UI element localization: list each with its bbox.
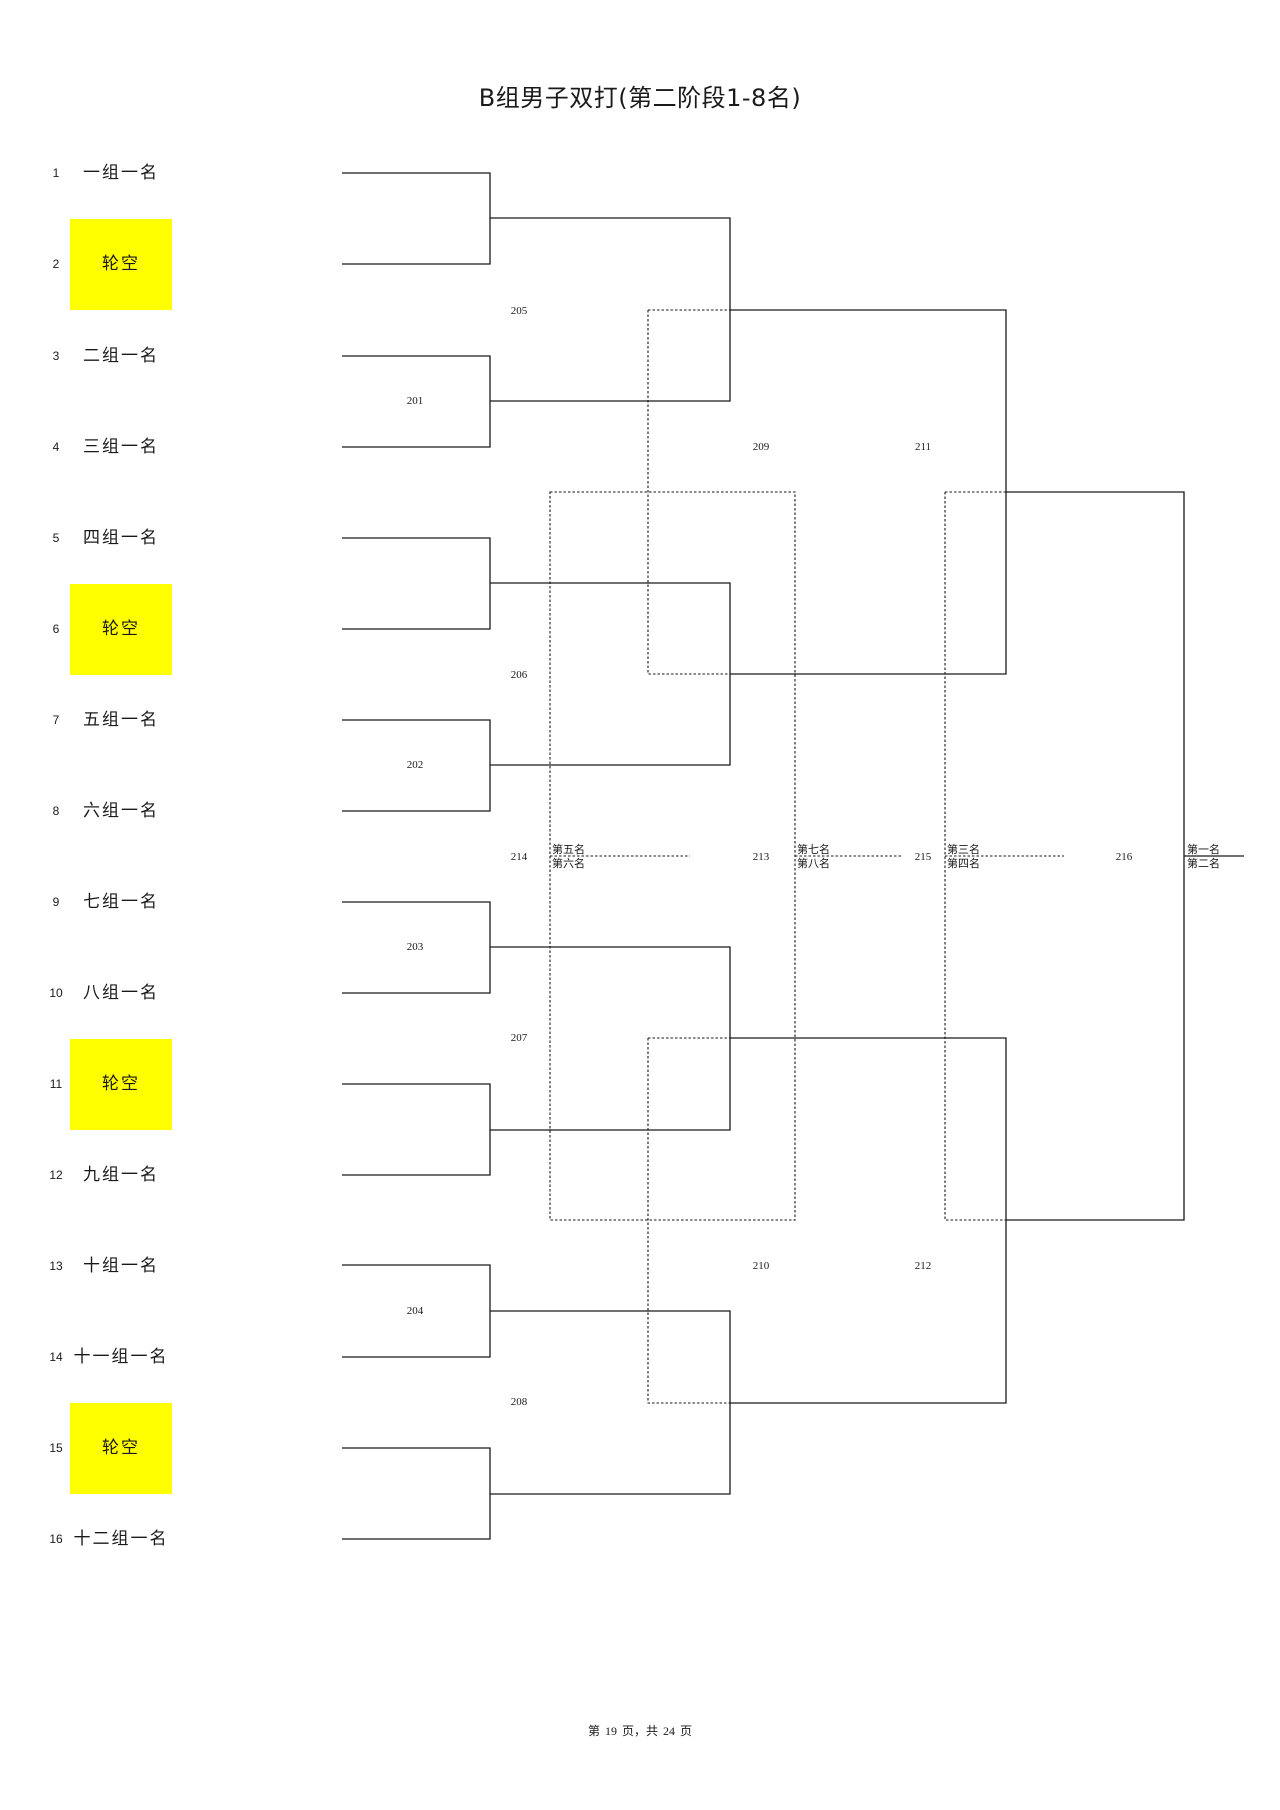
seed-number: 1 xyxy=(52,166,60,180)
place-3rd: 第三名 xyxy=(947,843,980,856)
line-seed-15 xyxy=(342,1447,491,1540)
seed-number: 3 xyxy=(52,349,60,363)
match-202-label: 202 xyxy=(406,759,424,771)
match-201-label: 201 xyxy=(406,395,424,407)
seed-number: 5 xyxy=(52,531,60,545)
line-seed-11 xyxy=(342,1083,491,1176)
match-204-label: 204 xyxy=(406,1305,424,1317)
line-seed-1 xyxy=(342,172,491,265)
seed-bye: 轮空 xyxy=(70,1403,172,1494)
place-8th: 第八名 xyxy=(797,857,830,870)
seed-number: 13 xyxy=(49,1259,63,1273)
seed-name: 七组一名 xyxy=(83,892,159,912)
match-206-label: 206 xyxy=(510,669,528,681)
page-footer: 第 19 页，共 24 页 xyxy=(587,1724,692,1738)
seed-number: 15 xyxy=(49,1441,63,1455)
place-5th: 第五名 xyxy=(552,843,585,856)
seed-number: 10 xyxy=(49,986,63,1000)
seed-bye: 轮空 xyxy=(70,1039,172,1130)
match-214-label: 214 xyxy=(510,851,528,863)
seed-name: 八组一名 xyxy=(83,983,159,1003)
connector-202 xyxy=(342,537,491,630)
seed-number: 4 xyxy=(52,440,60,454)
seed-name: 二组一名 xyxy=(83,346,159,366)
dotted-box-215 xyxy=(944,491,1006,1221)
match-212-label: 212 xyxy=(914,1260,932,1272)
place-7th: 第七名 xyxy=(797,843,830,856)
seed-number: 2 xyxy=(52,257,60,271)
match-209-label: 209 xyxy=(752,441,770,453)
match-203-label: 203 xyxy=(406,941,424,953)
seed-number: 11 xyxy=(49,1077,63,1091)
seed-name: 十一组一名 xyxy=(73,1347,169,1367)
seed-name: 六组一名 xyxy=(83,801,159,821)
match-216-label: 216 xyxy=(1115,851,1133,863)
match-211-label: 211 xyxy=(914,441,932,453)
seed-number: 16 xyxy=(49,1532,63,1546)
match-207-label: 207 xyxy=(510,1032,528,1044)
round1-lines xyxy=(342,172,491,1540)
seed-bye: 轮空 xyxy=(70,219,172,310)
seed-name: 一组一名 xyxy=(83,163,159,183)
dotted-box-210 xyxy=(647,1037,730,1404)
place-1st: 第一名 xyxy=(1187,843,1220,856)
match-210-label: 210 xyxy=(752,1260,770,1272)
match-215-label: 215 xyxy=(914,851,932,863)
dotted-box-214 xyxy=(549,491,796,1221)
seed-name: 十二组一名 xyxy=(73,1529,169,1549)
seed-number: 7 xyxy=(52,713,60,727)
place-6th: 第六名 xyxy=(552,857,585,870)
seed-number: 6 xyxy=(52,622,60,636)
place-4th: 第四名 xyxy=(947,857,980,870)
seed-number: 8 xyxy=(52,804,60,818)
seed-bye: 轮空 xyxy=(70,584,172,675)
seed-name: 十组一名 xyxy=(83,1256,159,1276)
seed-number: 14 xyxy=(49,1350,63,1364)
seed-name: 四组一名 xyxy=(83,528,159,548)
final-lines xyxy=(1006,491,1244,1221)
match-205-label: 205 xyxy=(510,305,528,317)
seed-name: 九组一名 xyxy=(83,1165,159,1185)
place-2nd: 第二名 xyxy=(1187,857,1220,870)
dotted-lines xyxy=(549,309,1064,1404)
match-213-label: 213 xyxy=(752,851,770,863)
page-title: B组男子双打(第二阶段1-8名) xyxy=(478,84,802,112)
seed-number: 12 xyxy=(49,1168,63,1182)
seed-number: 9 xyxy=(52,895,60,909)
match-208-label: 208 xyxy=(510,1396,528,1408)
seed-name: 三组一名 xyxy=(83,437,159,457)
dotted-box-209 xyxy=(647,309,730,675)
seed-name: 五组一名 xyxy=(83,710,159,730)
